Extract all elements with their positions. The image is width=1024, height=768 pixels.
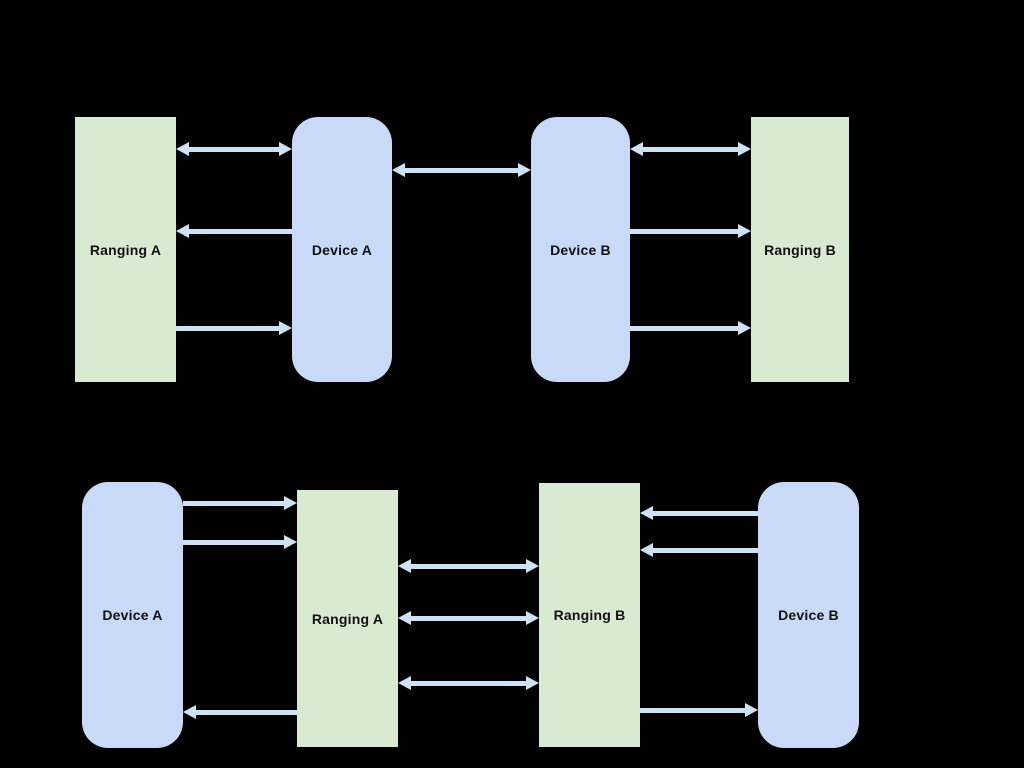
arrow-device-b-to-ranging-b <box>630 141 751 157</box>
arrow-device-b-2-to-ranging-b-2 <box>640 505 758 521</box>
arrow-shaft <box>409 680 528 686</box>
arrow-shaft <box>409 615 528 621</box>
box-label-ranging-b-2: Ranging B <box>553 607 626 623</box>
arrow-device-a-to-ranging-a <box>176 223 292 239</box>
arrow-shaft <box>651 547 758 553</box>
box-label-device-a-2: Device A <box>102 607 163 623</box>
box-device-b-2: Device B <box>758 482 859 748</box>
arrow-shaft <box>183 539 286 545</box>
arrow-device-a-2-to-ranging-a-2 <box>183 495 297 511</box>
arrow-ranging-a-to-device-a <box>176 141 292 157</box>
arrow-device-b-to-ranging-b <box>630 320 751 336</box>
box-label-ranging-a-2: Ranging A <box>311 610 384 627</box>
arrow-ranging-a-2-to-ranging-b-2 <box>398 675 539 691</box>
box-device-a-2: Device A <box>82 482 183 748</box>
box-ranging-b: Ranging B <box>751 117 849 382</box>
arrow-device-a-2-to-ranging-a-2 <box>183 534 297 550</box>
arrow-ranging-a-to-device-a <box>176 320 292 336</box>
arrowhead-right-icon <box>738 224 751 238</box>
arrowhead-left-icon <box>630 142 643 156</box>
arrowhead-right-icon <box>745 703 758 717</box>
box-label-device-b-2: Device B <box>778 607 839 623</box>
arrowhead-left-icon <box>640 506 653 520</box>
arrow-shaft <box>403 167 520 173</box>
box-label-ranging-b: Ranging B <box>764 241 836 258</box>
box-device-a: Device A <box>292 117 392 382</box>
arrowhead-left-icon <box>392 163 405 177</box>
arrowhead-right-icon <box>526 559 539 573</box>
arrowhead-left-icon <box>398 559 411 573</box>
arrowhead-right-icon <box>518 163 531 177</box>
box-label-ranging-a: Ranging A <box>89 241 162 258</box>
arrowhead-right-icon <box>284 535 297 549</box>
arrow-shaft <box>641 146 740 152</box>
arrow-ranging-a-2-to-device-a-2 <box>183 704 297 720</box>
arrowhead-right-icon <box>738 321 751 335</box>
arrow-shaft <box>194 709 297 715</box>
arrow-ranging-a-2-to-ranging-b-2 <box>398 610 539 626</box>
box-device-b: Device B <box>531 117 630 382</box>
arrow-ranging-b-2-to-device-b-2 <box>640 702 758 718</box>
arrow-shaft <box>187 146 281 152</box>
arrowhead-right-icon <box>279 142 292 156</box>
arrowhead-right-icon <box>284 496 297 510</box>
arrowhead-left-icon <box>183 705 196 719</box>
arrow-shaft <box>651 510 758 516</box>
arrow-device-b-2-to-ranging-b-2 <box>640 542 758 558</box>
box-ranging-a-2: Ranging A <box>297 490 398 747</box>
arrow-shaft <box>187 228 292 234</box>
box-label-device-a: Device A <box>311 241 373 258</box>
arrowhead-right-icon <box>279 321 292 335</box>
arrowhead-left-icon <box>398 611 411 625</box>
arrow-shaft <box>409 563 528 569</box>
arrow-ranging-a-2-to-ranging-b-2 <box>398 558 539 574</box>
arrow-shaft <box>630 325 740 331</box>
arrow-device-a-to-device-b <box>392 162 531 178</box>
arrowhead-right-icon <box>526 611 539 625</box>
arrow-device-b-to-ranging-b <box>630 223 751 239</box>
arrow-shaft <box>176 325 281 331</box>
arrowhead-left-icon <box>176 142 189 156</box>
box-ranging-b-2: Ranging B <box>539 483 640 747</box>
box-label-device-b: Device B <box>550 241 611 258</box>
arrowhead-right-icon <box>738 142 751 156</box>
arrowhead-left-icon <box>176 224 189 238</box>
arrow-shaft <box>630 228 740 234</box>
arrow-shaft <box>183 500 286 506</box>
box-ranging-a: Ranging A <box>75 117 176 382</box>
arrowhead-right-icon <box>526 676 539 690</box>
arrow-shaft <box>640 707 747 713</box>
arrowhead-left-icon <box>640 543 653 557</box>
arrowhead-left-icon <box>398 676 411 690</box>
